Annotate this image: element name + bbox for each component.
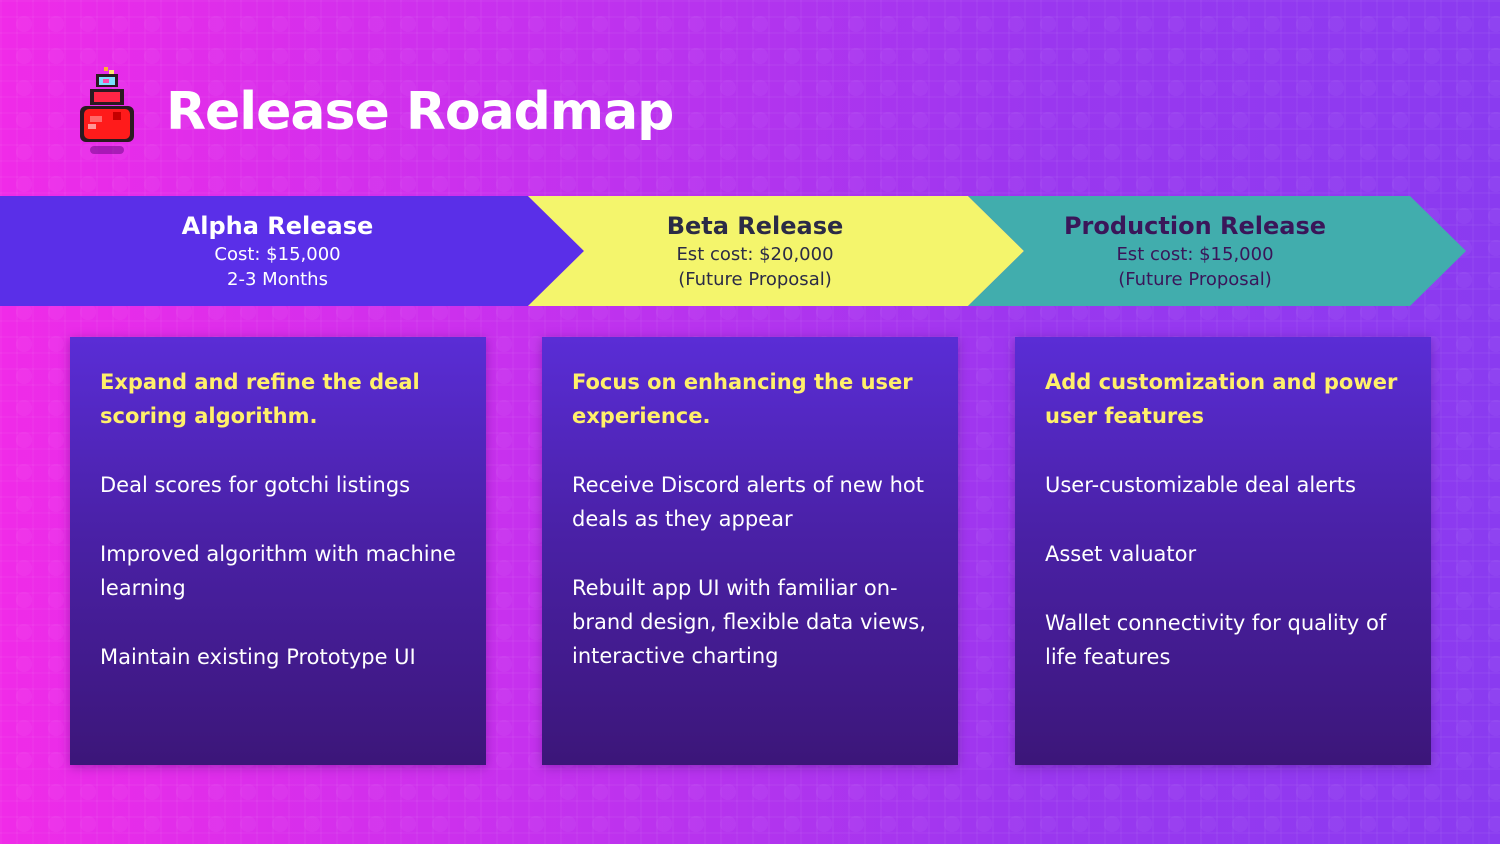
beta-phase-cost: Est cost: $20,000 [676,244,834,265]
alpha-details-card: Expand and refine the deal scoring algor… [70,337,486,765]
alpha-phase-title: Alpha Release [181,212,374,240]
alpha-phase-label: Alpha Release Cost: $15,000 2-3 Months [0,196,555,306]
production-phase-cost: Est cost: $15,000 [1116,244,1274,265]
production-phase-arrow [968,196,1466,306]
production-phase-note: (Future Proposal) [1118,269,1272,290]
release-roadmap-arrows [0,196,1470,306]
beta-phase-note: (Future Proposal) [678,269,832,290]
alpha-phase-arrow [0,196,584,306]
alpha-card-item: Deal scores for gotchi listings [100,473,411,497]
production-card-item: Asset valuator [1045,542,1197,566]
page-title: Release Roadmap [166,82,674,142]
beta-card-heading: Focus on enhancing the user experience. [572,370,913,428]
production-card-item: Wallet connectivity for quality of life … [1045,611,1387,669]
beta-card-item: Receive Discord alerts of new hot deals … [572,473,924,531]
alpha-card-item: Maintain existing Prototype UI [100,645,416,669]
alpha-phase-duration: 2-3 Months [227,269,328,290]
alpha-card-heading: Expand and refine the deal scoring algor… [100,370,420,428]
production-card-heading: Add customization and power user feature… [1045,370,1398,428]
beta-phase-arrow [528,196,1024,306]
beta-phase-title: Beta Release [666,212,844,240]
potion-flask-icon [72,62,142,162]
beta-card-item: Rebuilt app UI with familiar on-brand de… [572,576,926,668]
production-phase-label: Production Release Est cost: $15,000 (Fu… [995,196,1395,306]
alpha-phase-cost: Cost: $15,000 [214,244,341,265]
alpha-card-item: Improved algorithm with machine learning [100,542,456,600]
beta-details-card: Focus on enhancing the user experience. … [542,337,958,765]
production-details-card: Add customization and power user feature… [1015,337,1431,765]
production-phase-title: Production Release [1063,212,1327,240]
beta-phase-label: Beta Release Est cost: $20,000 (Future P… [555,196,955,306]
slide-header: Release Roadmap [72,62,674,162]
production-card-item: User-customizable deal alerts [1045,473,1356,497]
